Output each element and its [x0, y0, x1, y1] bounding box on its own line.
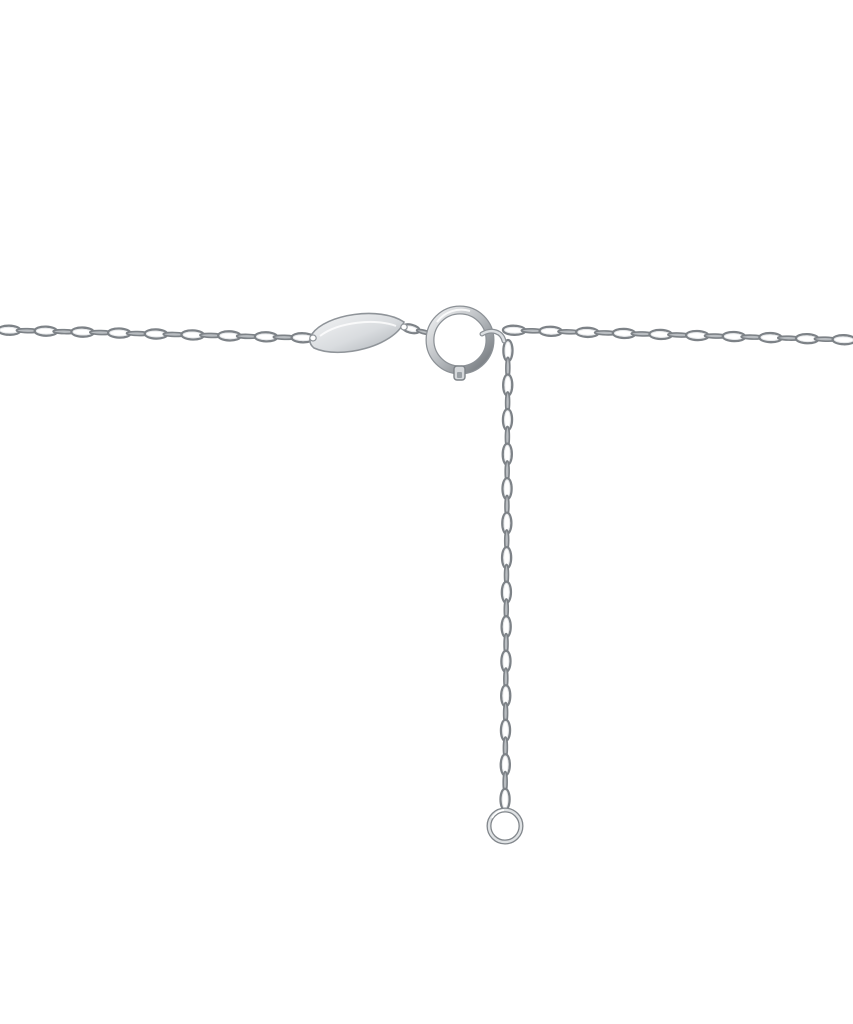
spring-ring-clasp — [425, 305, 507, 381]
chain-link — [501, 407, 514, 432]
clasp-tag — [309, 312, 408, 354]
chain-link — [684, 329, 710, 342]
chain-right — [501, 324, 853, 346]
chain-link — [499, 787, 511, 812]
chain-link — [831, 334, 853, 346]
chain-extender — [499, 338, 514, 812]
extender-end-ring — [486, 807, 524, 845]
